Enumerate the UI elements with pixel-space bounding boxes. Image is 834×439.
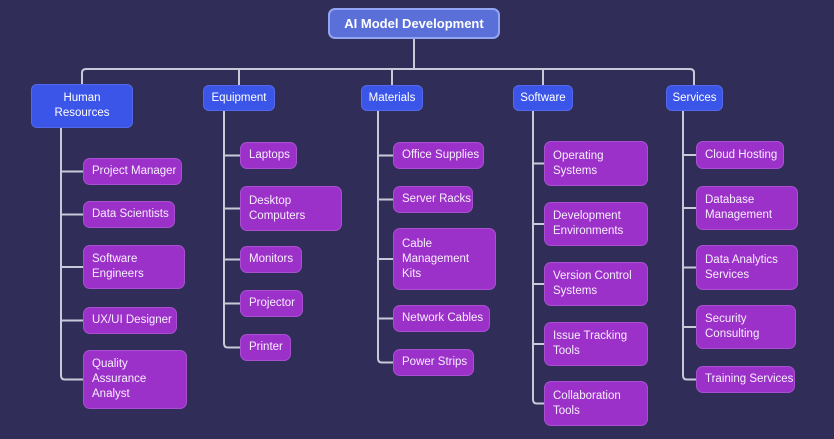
node-services[interactable]: Services: [666, 85, 723, 111]
node-software-engineers[interactable]: Software Engineers: [83, 245, 185, 289]
node-projector[interactable]: Projector: [240, 290, 303, 317]
node-quality-assurance-analyst[interactable]: Quality Assurance Analyst: [83, 350, 187, 409]
node-development-environments[interactable]: Development Environments: [544, 202, 648, 246]
node-collaboration-tools[interactable]: Collaboration Tools: [544, 381, 648, 426]
node-materials[interactable]: Materials: [361, 85, 423, 111]
node-cloud-hosting[interactable]: Cloud Hosting: [696, 141, 784, 169]
node-network-cables[interactable]: Network Cables: [393, 305, 490, 332]
node-power-strips[interactable]: Power Strips: [393, 349, 474, 376]
node-human-resources[interactable]: Human Resources: [31, 84, 133, 128]
node-equipment[interactable]: Equipment: [203, 85, 275, 111]
node-monitors[interactable]: Monitors: [240, 246, 302, 273]
node-desktop-computers[interactable]: Desktop Computers: [240, 186, 342, 231]
node-data-scientists[interactable]: Data Scientists: [83, 201, 175, 228]
node-training-services[interactable]: Training Services: [696, 366, 795, 393]
node-laptops[interactable]: Laptops: [240, 142, 297, 169]
node-server-racks[interactable]: Server Racks: [393, 186, 473, 213]
node-data-analytics-services[interactable]: Data Analytics Services: [696, 245, 798, 290]
node-project-manager[interactable]: Project Manager: [83, 158, 182, 185]
node-issue-tracking-tools[interactable]: Issue Tracking Tools: [544, 322, 648, 366]
node-printer[interactable]: Printer: [240, 334, 291, 361]
node-operating-systems[interactable]: Operating Systems: [544, 141, 648, 186]
node-software[interactable]: Software: [513, 85, 573, 111]
node-cable-management-kits[interactable]: Cable Management Kits: [393, 228, 496, 290]
node-office-supplies[interactable]: Office Supplies: [393, 142, 484, 169]
node-database-management[interactable]: Database Management: [696, 186, 798, 230]
node-security-consulting[interactable]: Security Consulting: [696, 305, 796, 349]
node-version-control-systems[interactable]: Version Control Systems: [544, 262, 648, 306]
node-uxui-designer[interactable]: UX/UI Designer: [83, 307, 177, 334]
node-ai-model-development[interactable]: AI Model Development: [328, 8, 500, 39]
